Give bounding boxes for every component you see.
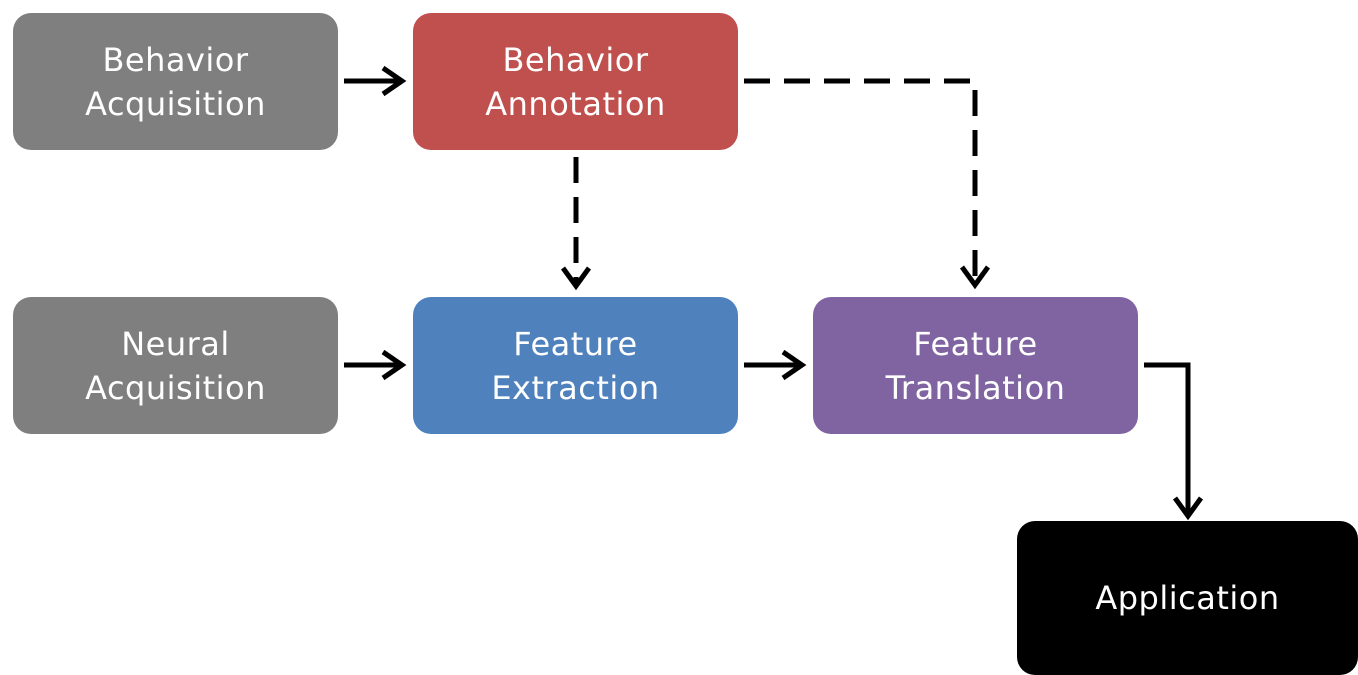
node-feature-extraction: Feature Extraction [413,297,738,434]
edge-feature-translation-to-application [1144,362,1204,521]
node-label-line: Annotation [485,84,666,123]
node-label-line: Feature [513,324,638,363]
node-behavior-acquisition: Behavior Acquisition [13,13,338,150]
node-label-line: Behavior [102,40,249,79]
node-label-line: Feature [913,324,1038,363]
edge-behavior-acquisition-to-behavior-annotation [344,65,407,97]
node-label-line: Neural [121,324,230,363]
node-feature-translation: Feature Translation [813,297,1138,434]
node-label-line: Translation [885,368,1066,407]
node-label-line: Acquisition [85,84,266,123]
node-application: Application [1017,521,1358,675]
edge-neural-acquisition-to-feature-extraction [344,349,407,381]
edge-behavior-annotation-to-feature-translation [744,78,991,290]
node-label-line: Extraction [491,368,660,407]
node-neural-acquisition: Neural Acquisition [13,297,338,434]
node-label-line: Application [1095,579,1280,617]
edge-feature-extraction-to-feature-translation [744,349,807,381]
edge-behavior-annotation-to-feature-extraction [560,157,592,291]
node-label-line: Acquisition [85,368,266,407]
node-behavior-annotation: Behavior Annotation [413,13,738,150]
node-label-line: Behavior [502,40,649,79]
